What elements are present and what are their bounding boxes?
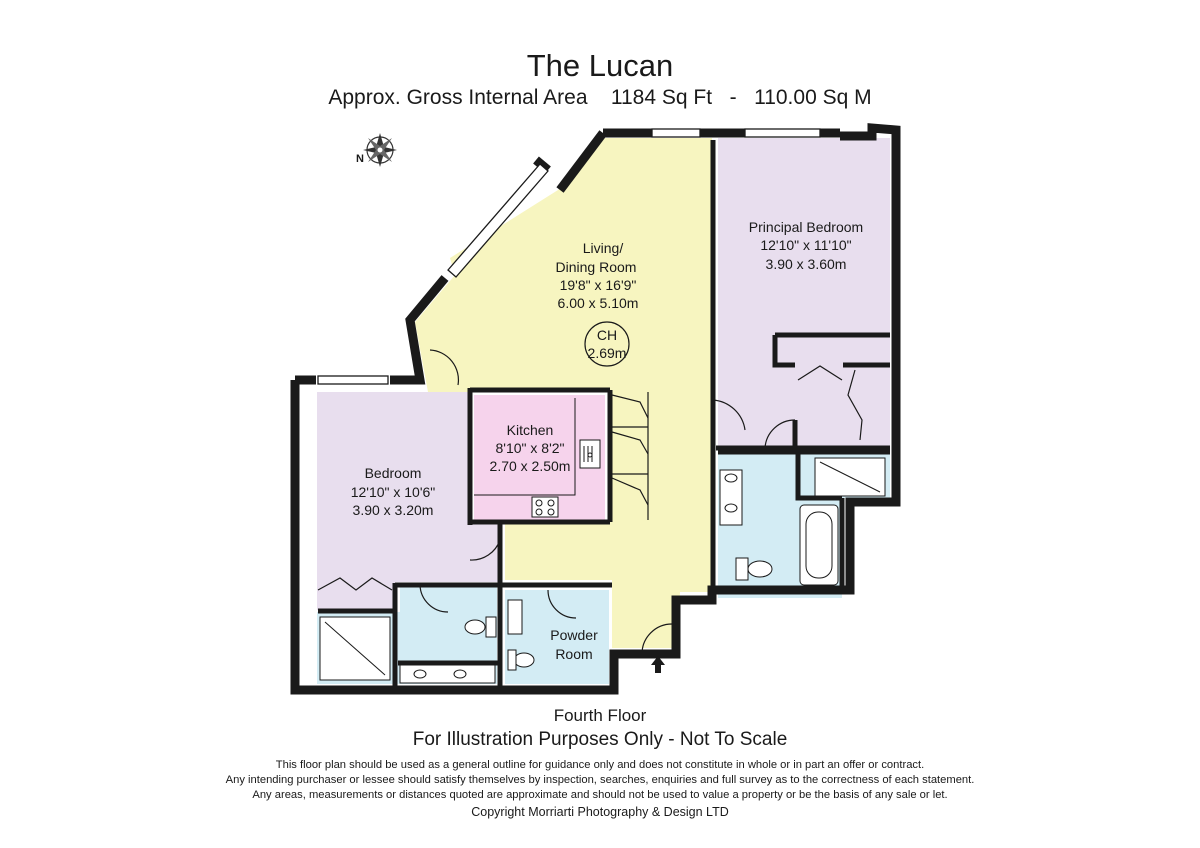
kitchen-counter (474, 398, 601, 496)
plan-title: The Lucan (526, 48, 674, 83)
compass-rose-icon (363, 133, 397, 167)
storage-cupboards (611, 392, 649, 520)
kitchen-name: Kitchen (507, 422, 554, 438)
disclaimer: This floor plan should be used as a gene… (0, 758, 1200, 803)
ceiling-height-label: CH (597, 327, 617, 343)
ceiling-height-marker (584, 321, 630, 367)
entrance-arrow-icon (651, 656, 665, 673)
living-room-name-2: Dining Room (556, 259, 637, 275)
sink-icon (587, 452, 593, 458)
disclaimer-line-1: This floor plan should be used as a gene… (275, 759, 925, 771)
ceiling-height-value: 2.69m (588, 345, 627, 361)
bedroom-metric: 3.90 x 3.20m (353, 502, 434, 518)
bedroom-name: Bedroom (365, 465, 422, 481)
doors (419, 349, 796, 655)
disclaimer-line-2: Any intending purchaser or lessee should… (225, 774, 975, 786)
principal-wardrobe (797, 365, 863, 441)
principal-bedroom-name: Principal Bedroom (749, 219, 863, 235)
living-room-imperial: 19'8" x 16'9" (560, 277, 637, 293)
bedroom-fill (317, 392, 500, 610)
principal-bedroom-metric: 3.90 x 3.60m (766, 256, 847, 272)
area-separator: - (729, 86, 737, 109)
bathroom-fixtures (319, 457, 886, 684)
principal-bedroom-imperial: 12'10" x 11'10" (760, 237, 851, 253)
windows (317, 128, 821, 385)
copyright: Copyright Morriarti Photography & Design… (471, 805, 729, 819)
illustration-notice: For Illustration Purposes Only - Not To … (412, 729, 788, 750)
area-sqm: 110.00 Sq M (754, 86, 872, 109)
powder-room-name-1: Powder (550, 627, 598, 643)
bedroom-wardrobe (317, 577, 393, 591)
principal-bedroom-fill (718, 138, 890, 446)
living-room-fill (415, 138, 712, 648)
kitchen-metric: 2.70 x 2.50m (490, 458, 571, 474)
bedroom-imperial: 12'10" x 10'6" (351, 484, 436, 500)
compass-north-label: N (356, 153, 364, 165)
kitchen-imperial: 8'10" x 8'2" (496, 440, 565, 456)
living-room-name-1: Living/ (583, 240, 624, 256)
hob-icon (531, 496, 559, 518)
area-label: Approx. Gross Internal Area (328, 86, 588, 109)
powder-room-name-2: Room (555, 646, 592, 662)
interior-walls (318, 140, 890, 690)
disclaimer-line-3: Any areas, measurements or distances quo… (252, 789, 948, 801)
area-summary: Approx. Gross Internal Area 1184 Sq Ft -… (0, 86, 1200, 110)
living-room-metric: 6.00 x 5.10m (558, 295, 639, 311)
kitchen-fill (474, 395, 605, 520)
floor-label: Fourth Floor (553, 706, 647, 725)
area-sqft: 1184 Sq Ft (610, 86, 713, 109)
